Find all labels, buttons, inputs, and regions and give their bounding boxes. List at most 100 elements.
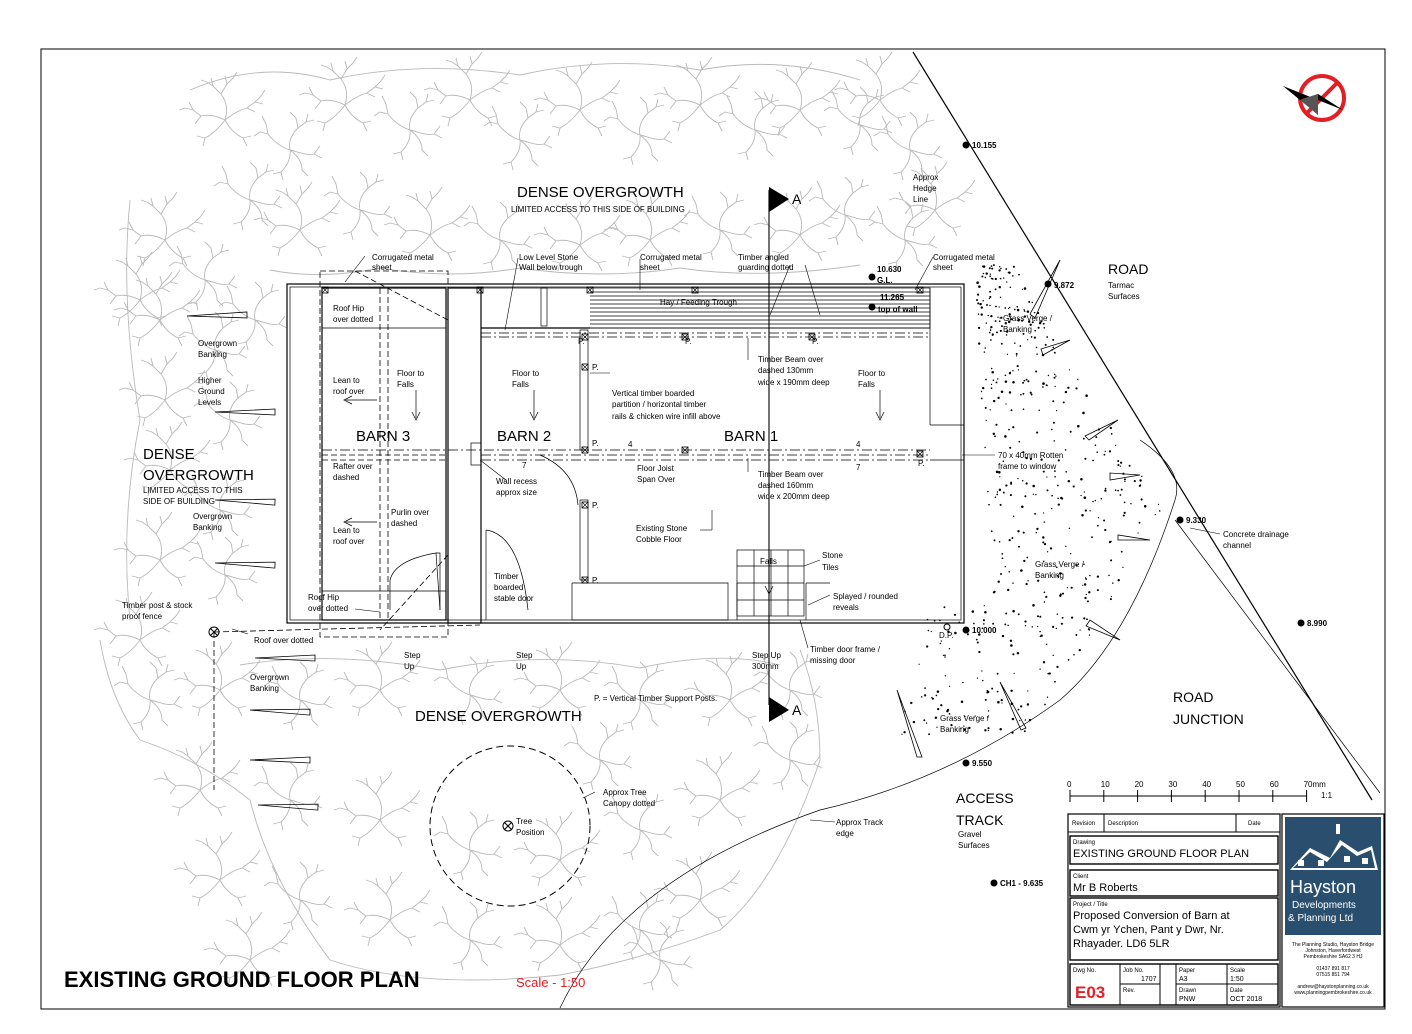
stipple-dot — [1024, 719, 1027, 721]
svg-text:Scale: Scale — [1230, 968, 1246, 974]
svg-text:Higher: Higher — [198, 376, 222, 385]
stipple-dot — [1022, 392, 1025, 395]
stipple-dot — [1088, 628, 1091, 631]
stipple-dot — [903, 731, 906, 734]
support-post — [581, 501, 589, 509]
stipple-dot — [1110, 540, 1112, 543]
stipple-dot — [1138, 521, 1141, 524]
stipple-dot — [998, 488, 1002, 492]
stipple-dot — [1034, 512, 1037, 515]
stipple-dot — [982, 300, 984, 302]
access-track-2: TRACK — [956, 812, 1004, 828]
stipple-dot — [1097, 517, 1100, 519]
svg-text:Grass Verge /: Grass Verge / — [1035, 560, 1085, 569]
stipple-dot — [1017, 613, 1020, 616]
stipple-dot — [984, 698, 987, 701]
stipple-dot — [1011, 717, 1015, 721]
stipple-dot — [1017, 369, 1020, 371]
stipple-dot — [985, 272, 988, 275]
stipple-dot — [1056, 613, 1059, 615]
svg-text:Tiles: Tiles — [822, 563, 839, 572]
stipple-dot — [1122, 514, 1125, 517]
svg-text:channel: channel — [1223, 541, 1251, 550]
stipple-dot — [989, 295, 992, 298]
stipple-dot — [1075, 387, 1078, 390]
stipple-dot — [991, 267, 994, 270]
svg-text:Timber Beam over: Timber Beam over — [758, 355, 824, 364]
scale-tick-label: 20 — [1135, 780, 1144, 789]
support-post-cross — [476, 286, 484, 294]
svg-text:Lean to: Lean to — [333, 526, 360, 535]
stipple-dot — [960, 727, 962, 729]
support-post — [581, 446, 589, 454]
stipple-dot — [1000, 325, 1003, 328]
svg-text:Lean to: Lean to — [333, 376, 360, 385]
stipple-dot — [998, 306, 1000, 308]
stipple-dot — [1094, 499, 1097, 502]
stipple-dot — [1104, 450, 1106, 452]
stipple-dot — [984, 611, 987, 614]
stipple-dot — [999, 503, 1002, 506]
drawing-name: EXISTING GROUND FLOOR PLAN — [1073, 848, 1249, 860]
svg-text:CH1 - 9.635: CH1 - 9.635 — [1000, 879, 1044, 888]
stipple-dot — [1128, 464, 1131, 467]
scale-tick-label: 0 — [1067, 780, 1072, 789]
stipple-dot — [1005, 612, 1008, 615]
svg-text:Floor Joist: Floor Joist — [637, 464, 675, 473]
company-logo-icon — [1290, 824, 1378, 870]
stipple-dot — [987, 727, 990, 730]
support-post — [321, 286, 329, 294]
stipple-dot — [977, 302, 980, 305]
stipple-dot — [1000, 342, 1003, 345]
stipple-dot — [1001, 557, 1004, 560]
stipple-dot — [990, 367, 993, 370]
stipple-dot — [948, 685, 951, 687]
stipple-dot — [1035, 370, 1038, 373]
stipple-dot — [1052, 654, 1054, 657]
stipple-dot — [1004, 623, 1007, 626]
stipple-dot — [1088, 591, 1091, 594]
svg-text:Wall recess: Wall recess — [496, 477, 537, 486]
road-label: ROAD — [1108, 261, 1148, 277]
stipple-dot — [1030, 393, 1033, 396]
stipple-dot — [996, 491, 999, 493]
stipple-dot — [1154, 514, 1156, 516]
stipple-dot — [1036, 431, 1039, 434]
stipple-dot — [954, 631, 957, 635]
stipple-dot — [1083, 563, 1085, 566]
stipple-dot — [995, 381, 998, 384]
stipple-dot — [998, 320, 1001, 323]
stipple-dot — [1092, 459, 1094, 462]
stipple-dot — [990, 314, 993, 318]
stipple-dot — [1000, 267, 1002, 270]
stipple-dot — [1075, 634, 1078, 636]
stipple-dot — [1050, 507, 1053, 510]
stipple-dot — [1012, 265, 1015, 268]
svg-text:Falls: Falls — [512, 380, 529, 389]
stipple-dot — [977, 326, 981, 330]
stipple-dot — [1068, 527, 1071, 530]
support-post-label: P. — [812, 337, 819, 346]
stipple-dot — [1004, 307, 1007, 309]
support-post — [916, 286, 924, 294]
stipple-dot — [1110, 596, 1112, 598]
stipple-dot — [1043, 601, 1046, 603]
stipple-dot — [982, 679, 984, 682]
stipple-dot — [1137, 532, 1139, 534]
stipple-dot — [1022, 408, 1025, 411]
stipple-dot — [978, 285, 981, 288]
support-post-cross — [581, 576, 589, 584]
stipple-dot — [1079, 629, 1081, 631]
scale-tick-label: 70mm — [1304, 780, 1327, 789]
stipple-dot — [980, 390, 983, 393]
svg-text:Existing Stone: Existing Stone — [636, 524, 688, 533]
stipple-dot — [985, 378, 987, 381]
svg-text:Ground: Ground — [198, 387, 225, 396]
stipple-dot — [1016, 652, 1020, 655]
stipple-dot — [1051, 494, 1053, 497]
stipple-dot — [1123, 501, 1126, 504]
support-post — [476, 286, 484, 294]
stipple-dot — [999, 329, 1002, 332]
stipple-dot — [1070, 616, 1074, 619]
stipple-dot — [1021, 479, 1024, 482]
